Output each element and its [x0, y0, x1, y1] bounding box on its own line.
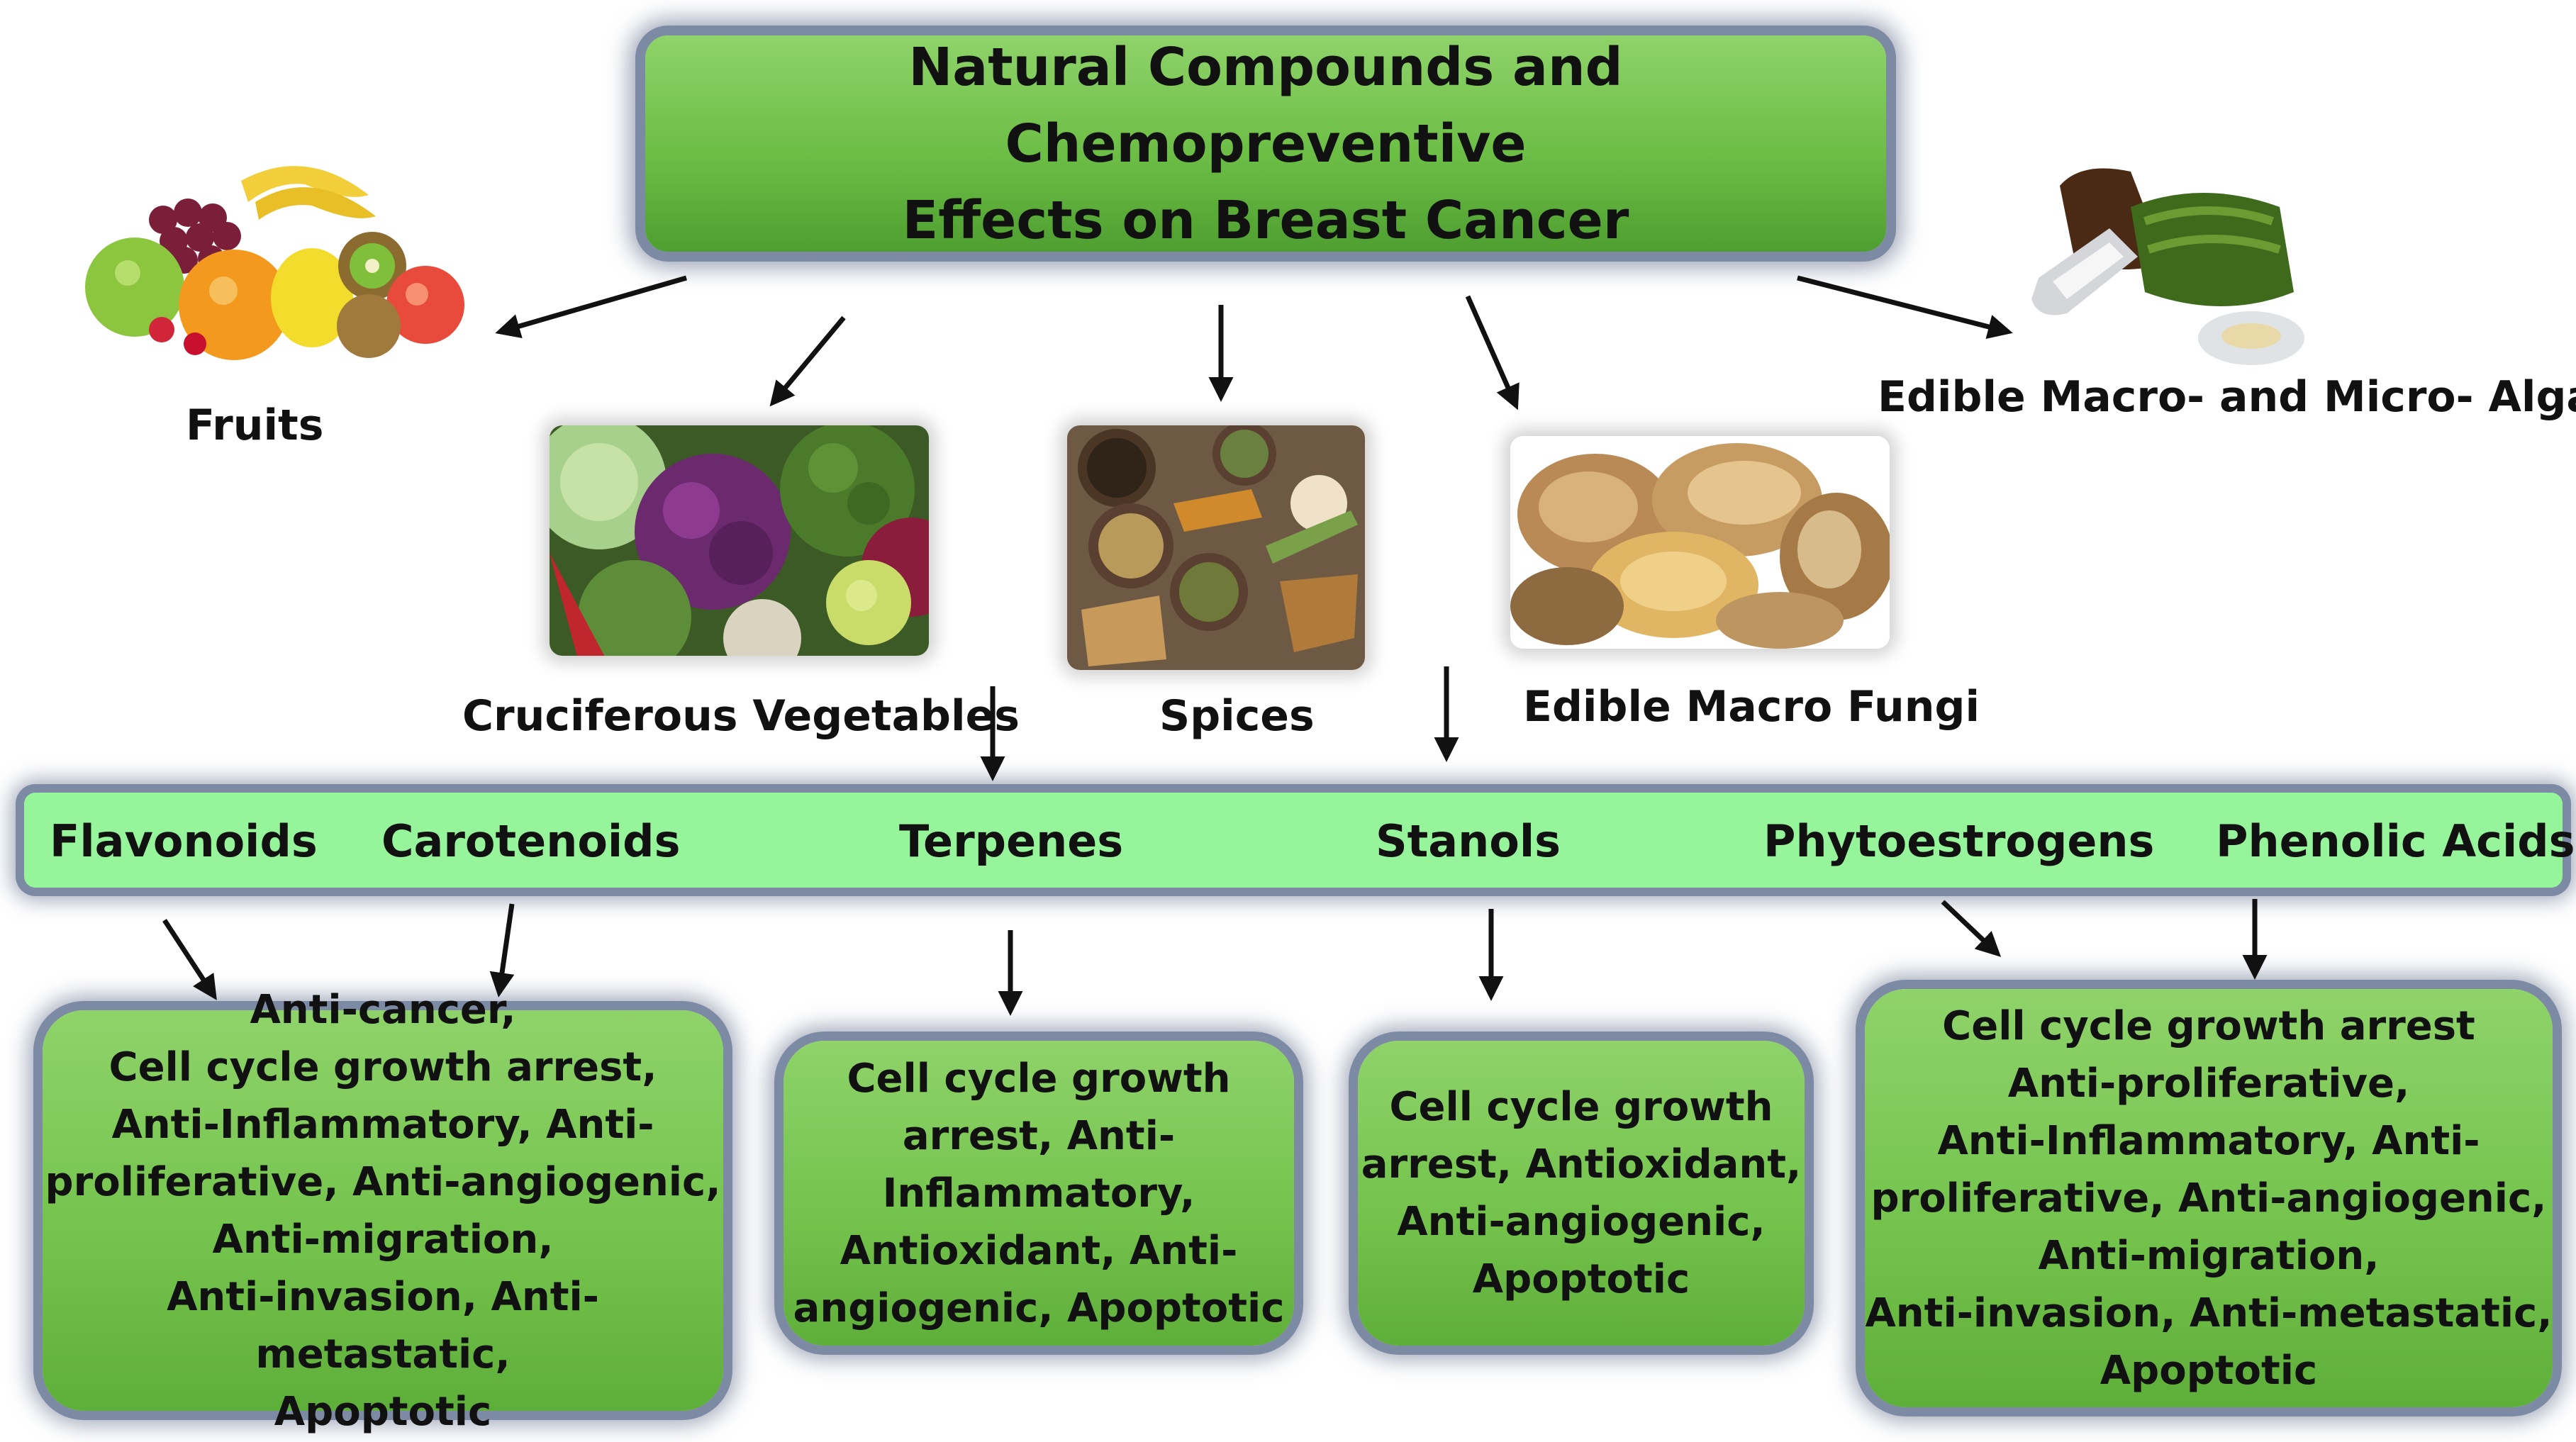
- compound-flavonoids: Flavonoids: [50, 815, 318, 867]
- arrow-to-fungi: [1465, 295, 1520, 410]
- algae-label: Edible Macro- and Micro- Algae: [1878, 372, 2576, 422]
- fruits-image: [71, 152, 468, 365]
- title-box: Natural Compounds and Chemopreventive Ef…: [645, 35, 1886, 252]
- effects-box-terpenes: Cell cycle growth arrest, Anti- Inflamma…: [784, 1041, 1294, 1346]
- compound-phytoestrogens: Phytoestrogens: [1763, 815, 2155, 867]
- arrow-flavonoids-to-effects: [162, 919, 217, 1000]
- arrow-to-vegetables: [769, 315, 846, 407]
- effects-text: Cell cycle growth arrest, Anti- Inflamma…: [793, 1055, 1285, 1331]
- arrow-carotenoids-to-effects: [489, 903, 515, 997]
- effects-text: Cell cycle growth arrest, Antioxidant, A…: [1361, 1084, 1802, 1302]
- compound-stanols: Stanols: [1376, 815, 1561, 867]
- effects-box-phytoestrogens-phenolic: Cell cycle growth arrest Anti-proliferat…: [1865, 989, 2553, 1407]
- compound-carotenoids: Carotenoids: [381, 815, 681, 867]
- arrow-phytoestrogens-to-effects: [1941, 900, 2002, 957]
- spices-label: Spices: [1159, 691, 1315, 741]
- arrow-to-fruits: [495, 275, 687, 339]
- spices-image: [1067, 425, 1365, 670]
- fruits-label: Fruits: [186, 401, 324, 450]
- effects-text: Cell cycle growth arrest Anti-proliferat…: [1865, 1002, 2553, 1394]
- effects-box-flavonoids-carotenoids: Anti-cancer, Cell cycle growth arrest, A…: [43, 987, 723, 1435]
- diagram-title: Natural Compounds and Chemopreventive Ef…: [902, 36, 1629, 251]
- fungi-image: [1510, 436, 1890, 649]
- algae-image: [2024, 157, 2308, 377]
- vegetables-image: [550, 425, 929, 656]
- compound-bar: [24, 793, 2563, 888]
- effects-box-stanols: Cell cycle growth arrest, Antioxidant, A…: [1358, 1041, 1805, 1346]
- arrow-to-algae: [1797, 275, 2013, 340]
- compound-phenolic-acids: Phenolic Acids: [2216, 815, 2575, 867]
- effects-text: Anti-cancer, Cell cycle growth arrest, A…: [45, 986, 721, 1435]
- compound-terpenes: Terpenes: [899, 815, 1124, 867]
- fungi-label: Edible Macro Fungi: [1523, 682, 1980, 732]
- vegetables-label: Cruciferous Vegetables: [462, 691, 1020, 741]
